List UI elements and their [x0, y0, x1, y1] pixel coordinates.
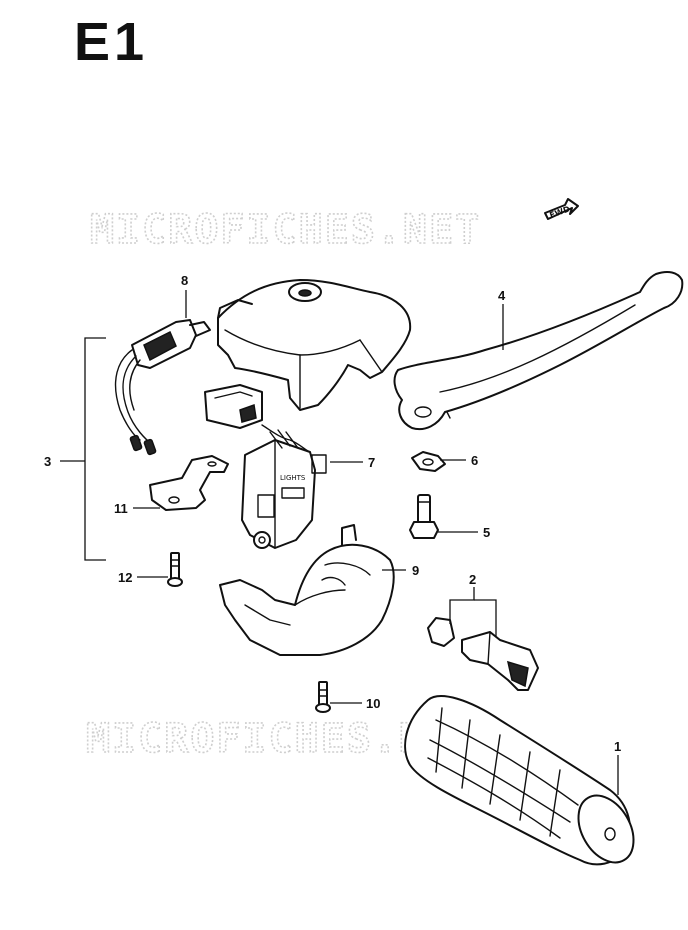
- callout-8: 8: [181, 273, 188, 288]
- callout-10: 10: [366, 696, 380, 711]
- callout-3: 3: [44, 454, 51, 469]
- switch-assembly: LIGHTS: [204, 384, 327, 549]
- leader-2b: [474, 599, 497, 636]
- leader-3-bracket: [84, 337, 106, 561]
- switch-bracket: [149, 455, 229, 511]
- leader-2a: [449, 587, 475, 624]
- screw-12: [167, 552, 183, 587]
- callout-9: 9: [412, 563, 419, 578]
- screw-10: [315, 681, 331, 713]
- fwd-label: FWD: [548, 204, 571, 220]
- callout-7: 7: [368, 455, 375, 470]
- brake-lever: [393, 271, 684, 431]
- clutch-switch-parts: [427, 617, 539, 691]
- lower-switch-housing: [219, 524, 395, 656]
- callout-6: 6: [471, 453, 478, 468]
- callout-2: 2: [469, 572, 476, 587]
- front-stop-switch: [114, 319, 211, 456]
- callout-11: 11: [114, 501, 128, 516]
- callout-5: 5: [483, 525, 490, 540]
- nut-part: [411, 451, 446, 472]
- watermark-top: MICROFICHES.NET: [90, 207, 481, 253]
- callout-12: 12: [118, 570, 132, 585]
- callout-1: 1: [614, 739, 621, 754]
- fwd-arrow-icon: FWD: [544, 198, 579, 220]
- handlebar-grip: [404, 695, 635, 866]
- upper-switch-housing: [217, 279, 412, 411]
- switch-body-text: LIGHTS: [280, 474, 306, 482]
- pivot-bolt: [409, 494, 439, 539]
- callout-4: 4: [498, 288, 506, 303]
- section-code: E1: [74, 12, 148, 72]
